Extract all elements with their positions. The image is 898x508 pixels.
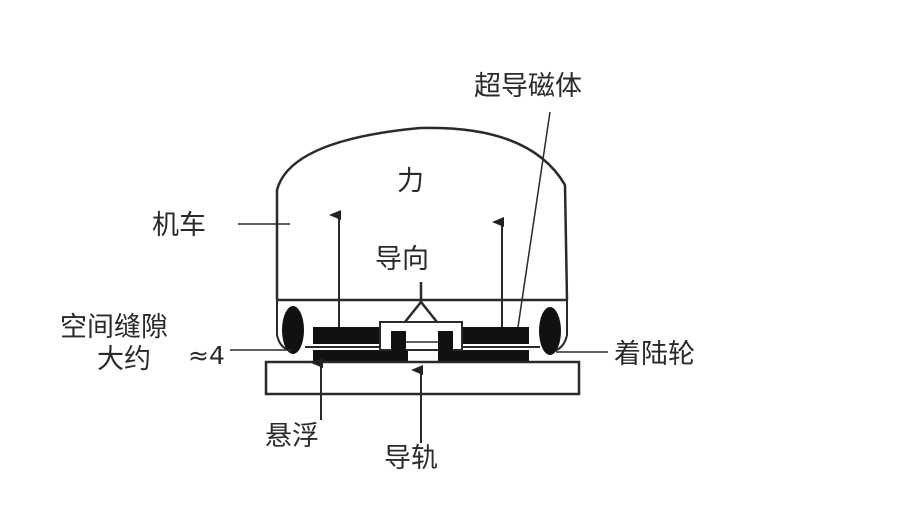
label-air-gap-line1: 空间缝隙	[60, 312, 168, 343]
label-guide-rail: 导轨	[384, 443, 438, 474]
label-levitation: 悬浮	[265, 421, 319, 452]
right-magnet-upper	[463, 327, 529, 344]
label-guidance: 导向	[375, 244, 429, 275]
left-levitation-plate	[313, 350, 408, 362]
guidance-mechanism	[379, 282, 463, 361]
label-locomotive: 机车	[152, 210, 206, 241]
superconductor-leader	[517, 111, 551, 328]
label-force: 力	[397, 166, 424, 197]
guide-rail	[264, 360, 581, 396]
left-magnet-upper	[313, 327, 379, 344]
right-levitation-plate	[438, 350, 529, 362]
label-air-gap-value: ≈4	[188, 341, 225, 370]
left-landing-wheel	[282, 306, 304, 354]
label-superconducting-magnet: 超导磁体	[474, 71, 582, 102]
label-air-gap-line2: 大约	[97, 344, 151, 375]
right-landing-wheel	[539, 307, 561, 355]
label-landing-wheel: 着陆轮	[614, 339, 695, 370]
train-body	[275, 126, 569, 353]
